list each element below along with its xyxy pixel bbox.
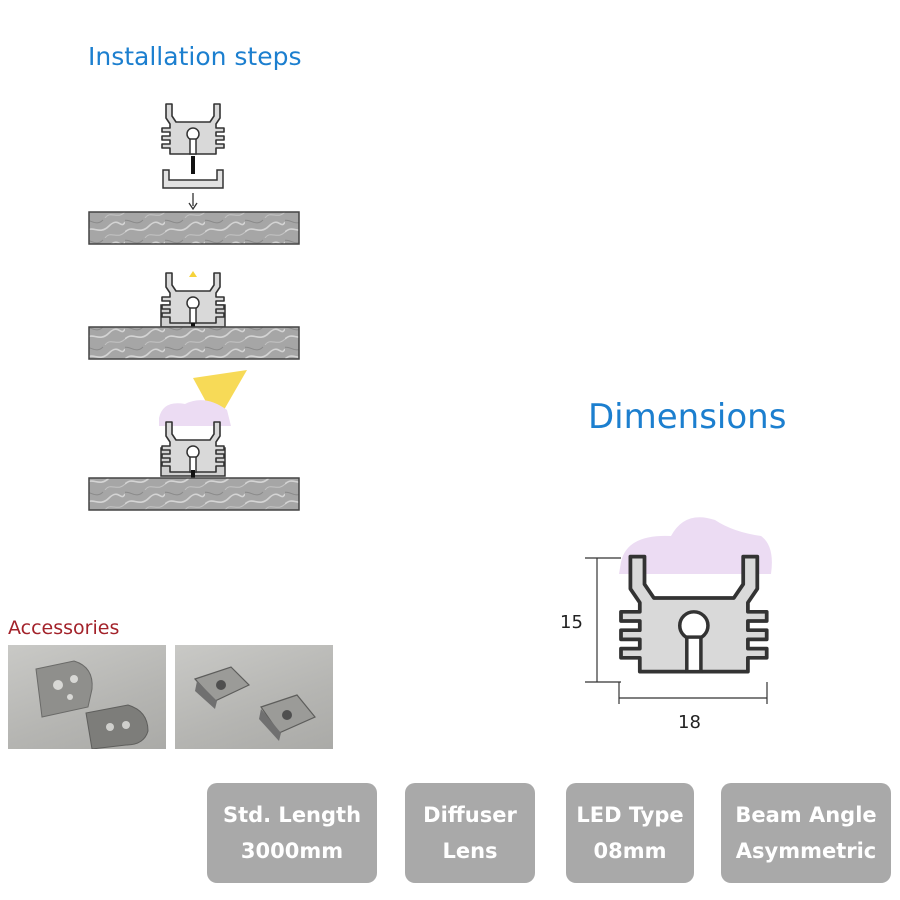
diffuser-lens-icon: [159, 400, 231, 426]
light-beam-icon: [193, 370, 247, 422]
installation-step-2: [88, 271, 300, 360]
installation-step-3: [88, 370, 300, 511]
mounting-surface: [88, 211, 300, 245]
width-dimension-label: 18: [678, 712, 701, 733]
profile-dimension-drawing: [585, 517, 772, 704]
spec-diffuser: Diffuser Lens: [405, 783, 535, 883]
screw-icon: [191, 156, 195, 174]
mounting-clip-icon: [193, 666, 316, 741]
spec-label: Beam Angle: [735, 803, 877, 827]
spec-value: Lens: [442, 839, 498, 863]
dimensions-title: Dimensions: [588, 397, 787, 437]
spec-value: 08mm: [593, 839, 667, 863]
height-dimension-label: 15: [560, 612, 583, 633]
spec-label: Std. Length: [222, 803, 362, 827]
installation-step-1: [88, 103, 300, 245]
installation-steps-title: Installation steps: [88, 42, 302, 71]
spec-value: 3000mm: [240, 839, 344, 863]
mounting-clip-icon: [162, 169, 224, 189]
spec-label: LED Type: [576, 803, 684, 827]
spec-led-type: LED Type 08mm: [566, 783, 694, 883]
arrow-down-icon: [188, 202, 198, 211]
spec-beam-angle: Beam Angle Asymmetric: [721, 783, 891, 883]
accessories-title: Accessories: [8, 617, 120, 639]
mounting-surface: [88, 477, 300, 511]
mounting-surface: [88, 326, 300, 360]
accessory-mounting-clip-photo: [175, 645, 333, 749]
diffuser-lens-shape: [619, 517, 772, 574]
led-glow-icon: [189, 271, 197, 277]
accessory-end-cap-photo: [8, 645, 166, 750]
end-cap-icon: [35, 660, 149, 750]
spec-label: Diffuser: [423, 803, 517, 827]
spec-value: Asymmetric: [735, 839, 877, 863]
spec-std-length: Std. Length 3000mm: [207, 783, 377, 883]
